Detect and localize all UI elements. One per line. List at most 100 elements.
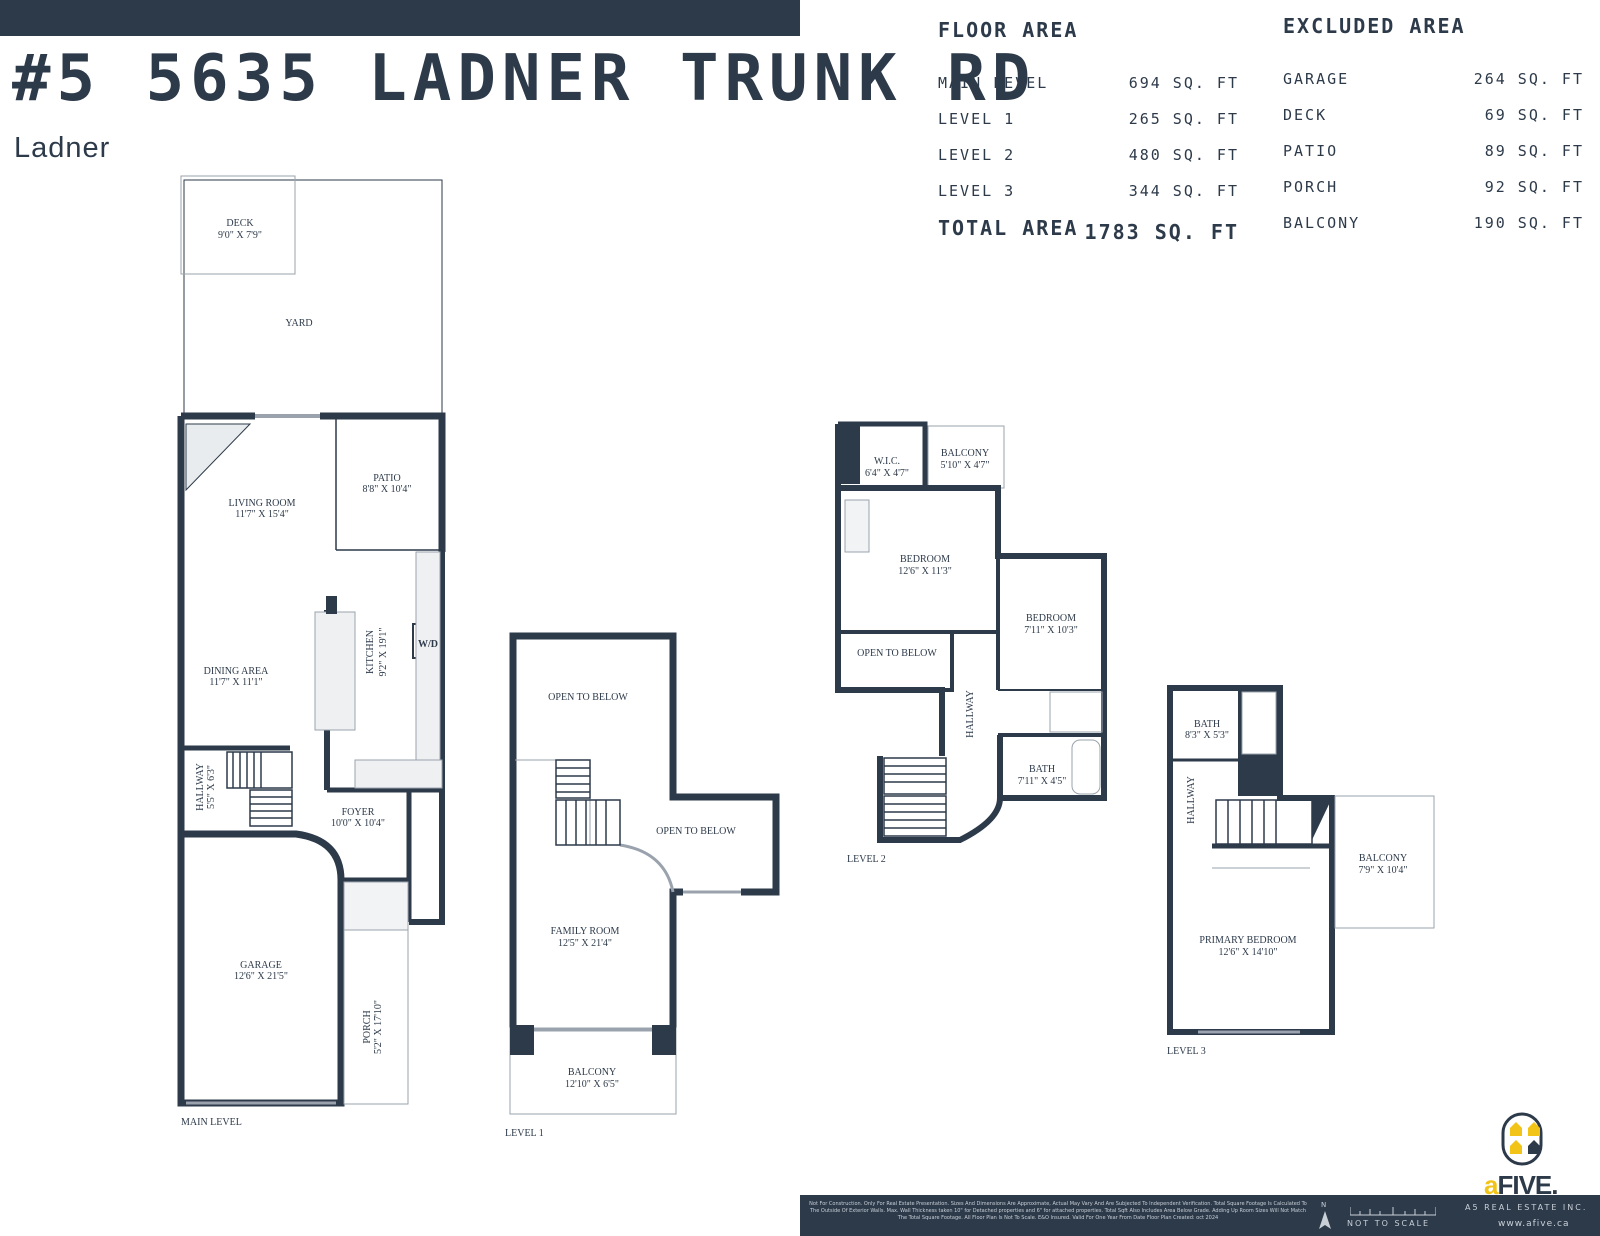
level-label: LEVEL 1 xyxy=(505,1128,544,1139)
room-name: KITCHEN xyxy=(365,630,376,674)
total-area-label: TOTAL AREA xyxy=(938,216,1079,240)
main-top-wall xyxy=(181,412,446,552)
main-right-wall xyxy=(409,550,445,925)
afive-logo-icon xyxy=(1501,1112,1543,1166)
brand-wordmark: aFIVE. xyxy=(1484,1170,1558,1201)
main-stairs xyxy=(226,751,293,827)
kitchen-island xyxy=(314,611,356,731)
room-name: BEDROOM xyxy=(1026,613,1076,624)
kitchen-counter-bottom xyxy=(354,759,443,789)
balcony-outline xyxy=(509,1027,677,1115)
city-label: Ladner xyxy=(14,132,111,164)
room-dim: 7'9" X 10'4" xyxy=(1359,865,1408,876)
level3-stairs xyxy=(1215,799,1313,845)
brand-prefix: a xyxy=(1484,1170,1499,1200)
scale-note: NOT TO SCALE xyxy=(1347,1219,1431,1228)
excluded-area-label: GARAGE xyxy=(1283,70,1350,88)
level-label: MAIN LEVEL xyxy=(181,1117,242,1128)
column xyxy=(510,1025,534,1055)
room-name: YARD xyxy=(285,318,312,329)
column xyxy=(838,424,860,484)
room-dim: 6'4" X 4'7" xyxy=(865,468,909,479)
fireplace xyxy=(185,423,252,492)
garage-curved-wall xyxy=(181,830,345,881)
room-dim: 5'5" X 6'3" xyxy=(206,765,217,809)
room-dim: 9'0" X 7'9" xyxy=(218,230,262,241)
deck-outline xyxy=(180,175,296,275)
north-arrow-icon: N xyxy=(1318,1201,1332,1231)
room-name: PRIMARY BEDROOM xyxy=(1199,935,1296,946)
level-label: LEVEL 3 xyxy=(1167,1046,1206,1057)
room-dim: 12'6" X 11'3" xyxy=(898,566,952,577)
hall-curve-wall xyxy=(877,735,1003,843)
room-name: W.I.C. xyxy=(874,456,900,467)
excluded-area-value: 264 SQ. FT xyxy=(1473,70,1584,88)
bathtub xyxy=(1071,739,1101,795)
floor-area-label: LEVEL 3 xyxy=(938,182,1016,200)
room-name: FAMILY ROOM xyxy=(551,926,620,937)
room-name: OPEN TO BELOW xyxy=(857,648,937,659)
excluded-area-label: DECK xyxy=(1283,106,1328,124)
company-name: A5 REAL ESTATE INC. xyxy=(1465,1203,1588,1212)
excluded-area-label: BALCONY xyxy=(1283,214,1361,232)
room-dim: 9'2" X 19'1" xyxy=(378,628,389,677)
room-name: PORCH xyxy=(362,1010,373,1043)
page-title: #5 5635 LADNER TRUNK RD xyxy=(12,42,1037,116)
room-dim: 7'11" X 10'3" xyxy=(1024,625,1078,636)
floor-area-table: FLOOR AREA MAIN LEVEL 694 SQ. FT LEVEL 1… xyxy=(938,18,1238,248)
floor-area-value: 265 SQ. FT xyxy=(1128,110,1239,128)
excluded-area-value: 89 SQ. FT xyxy=(1484,142,1584,160)
room-dim: 5'10" X 4'7" xyxy=(941,460,990,471)
room-dim: 10'0" X 10'4" xyxy=(331,818,385,829)
open-below-wall xyxy=(838,632,954,692)
room-name: PATIO xyxy=(373,473,400,484)
room-dim: 12'5" X 21'4" xyxy=(558,938,612,949)
level2-right-wall xyxy=(838,485,1107,801)
room-name: GARAGE xyxy=(240,960,282,971)
room-dim: 12'6" X 21'5" xyxy=(234,971,288,982)
room-dim: 5'2" X 17'10" xyxy=(373,1000,384,1054)
open-below-edge xyxy=(515,759,591,845)
porch-step xyxy=(343,881,409,931)
total-area-value: 1783 SQ. FT xyxy=(1084,220,1239,244)
website-link[interactable]: www.afive.ca xyxy=(1498,1219,1570,1229)
header-bar xyxy=(0,0,800,36)
main-level-plan xyxy=(177,175,446,1107)
room-name: BATH xyxy=(1029,764,1055,775)
yard-outline xyxy=(183,179,443,417)
floor-area-label: MAIN LEVEL xyxy=(938,74,1049,92)
floor-area-value: 344 SQ. FT xyxy=(1128,182,1239,200)
room-name: W/D xyxy=(418,639,438,650)
balcony-outline xyxy=(1334,795,1435,929)
level1-stairs xyxy=(555,759,621,846)
room-name: OPEN TO BELOW xyxy=(656,826,736,837)
wic-wall xyxy=(838,421,928,486)
excluded-area-label: PORCH xyxy=(1283,178,1339,196)
floor-area-value: 480 SQ. FT xyxy=(1128,146,1239,164)
room-dim: 11'7" X 15'4" xyxy=(235,509,289,520)
room-name: FOYER xyxy=(342,807,375,818)
room-name: HALLWAY xyxy=(965,690,976,738)
shower xyxy=(1241,691,1277,755)
room-name: BALCONY xyxy=(941,448,989,459)
excluded-area-value: 69 SQ. FT xyxy=(1484,106,1584,124)
level2-stairs xyxy=(883,757,947,837)
excluded-area-heading: EXCLUDED AREA xyxy=(1283,14,1466,38)
room-name: HALLWAY xyxy=(195,763,206,811)
room-name: BALCONY xyxy=(1359,853,1407,864)
wall-wedge xyxy=(1312,798,1332,840)
floor-area-label: LEVEL 2 xyxy=(938,146,1016,164)
room-name: DECK xyxy=(226,218,254,229)
north-label: N xyxy=(1321,1201,1327,1209)
scale-bar-icon xyxy=(1350,1207,1436,1216)
level3-plan xyxy=(1167,685,1435,1035)
north-arrow-shape xyxy=(1319,1211,1331,1229)
room-dim: 8'3" X 5'3" xyxy=(1185,730,1229,741)
room-name: DINING AREA xyxy=(204,666,269,677)
room-dim: 11'7" X 11'1" xyxy=(209,677,262,688)
level-label: LEVEL 2 xyxy=(847,854,886,865)
closet xyxy=(1049,691,1103,733)
excluded-area-label: PATIO xyxy=(1283,142,1339,160)
disclaimer-text: Not For Construction. Only For Real Esta… xyxy=(809,1201,1307,1221)
